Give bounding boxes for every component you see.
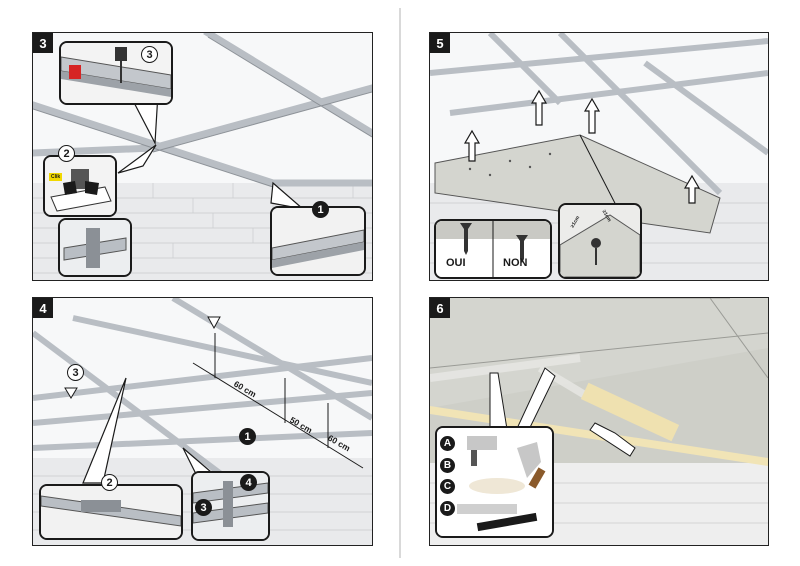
marker-3: 3 — [67, 364, 84, 381]
edge-distance-inset — [558, 203, 642, 279]
step-3-panel: 3 — [32, 32, 373, 281]
step-number: 6 — [430, 298, 450, 318]
marker-2: 2 — [101, 474, 118, 491]
tool-letter-d: D — [440, 501, 455, 516]
step-number: 3 — [33, 33, 53, 53]
step-number: 4 — [33, 298, 53, 318]
marker-3b: 3 — [195, 499, 212, 516]
marker-3: 3 — [141, 46, 158, 63]
hanger-detail-inset — [58, 218, 132, 277]
tools-inset — [435, 426, 554, 538]
label-no: NON — [503, 257, 528, 269]
label-yes: OUI — [446, 257, 466, 269]
connector-inset — [39, 484, 183, 540]
marker-4: 4 — [240, 474, 257, 491]
clip-detail-inset — [43, 155, 117, 217]
click-label: Clik — [49, 173, 63, 181]
marker-2: 2 — [58, 145, 75, 162]
step-number: 5 — [430, 33, 450, 53]
main-profile-inset — [270, 206, 366, 276]
page-divider — [399, 8, 401, 558]
tool-letter-c: C — [440, 479, 455, 494]
step-5-panel: 5 — [429, 32, 769, 281]
step-6-panel: 6 — [429, 297, 769, 546]
tool-letter-a: A — [440, 436, 455, 451]
marker-1: 1 — [312, 201, 329, 218]
tool-letter-b: B — [440, 458, 455, 473]
marker-1: 1 — [239, 428, 256, 445]
screw-comparison-inset — [434, 219, 552, 279]
step-4-panel: 4 3 1 60 cm 50 cm 60 cm — [32, 297, 373, 546]
